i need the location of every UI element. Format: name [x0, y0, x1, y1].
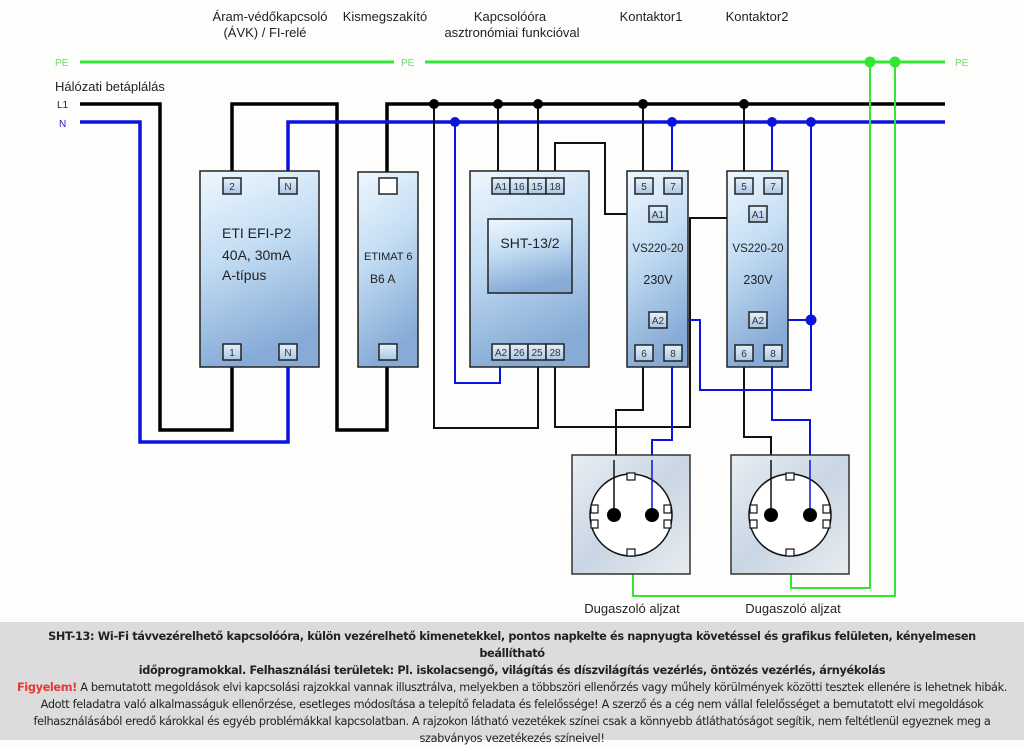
- contactor2-coil-a1: [748, 205, 768, 223]
- caption-product-line1: SHT-13: Wi-Fi távvezérelhető kapcsolóóra…: [48, 630, 976, 660]
- svg-text:16: 16: [513, 182, 525, 193]
- svg-text:18: 18: [549, 182, 561, 193]
- junction-l1: [638, 99, 648, 109]
- warning-text: A bemutatott megoldások elvi kapcsolási …: [33, 681, 1008, 745]
- timer-label-line1: Kapcsolóóra: [474, 9, 547, 24]
- rcd-terminal-2: [222, 177, 242, 195]
- junction-l1: [429, 99, 439, 109]
- mcb-model: ETIMAT 6: [364, 251, 413, 263]
- svg-text:28: 28: [549, 348, 561, 359]
- avk-label-line1: Áram-védőkapcsoló: [213, 9, 328, 24]
- pe-label-right: PE: [955, 58, 969, 69]
- svg-text:A2: A2: [495, 348, 508, 359]
- feed-label: Hálózati betáplálás: [55, 79, 165, 94]
- l1-wiring: [80, 102, 945, 432]
- contactor1-label: Kontaktor1: [620, 9, 683, 24]
- contactor1-coil-a1: [648, 205, 668, 223]
- rcd-rating: 40A, 30mA: [222, 247, 292, 263]
- rcd-terminal-n-top: [278, 177, 298, 195]
- rcd-model: ETI EFI-P2: [222, 225, 291, 241]
- svg-text:A1: A1: [652, 210, 665, 221]
- timer-display: [487, 218, 573, 294]
- junction-n: [806, 117, 816, 127]
- timer-module: A1 16 15 18 SHT-13/2 A2 26 25 28: [469, 170, 590, 368]
- junction-l1: [533, 99, 543, 109]
- svg-text:6: 6: [641, 349, 647, 360]
- svg-text:8: 8: [770, 349, 776, 360]
- header-labels: Áram-védőkapcsoló (ÁVK) / FI-relé Kismeg…: [213, 9, 789, 40]
- socket2: Dugaszoló aljzat: [730, 454, 850, 616]
- rcd-terminal-n-bottom: [278, 343, 298, 361]
- timer-terminals-top: A1 16 15 18: [491, 177, 565, 195]
- rcd-terminal-1: [222, 343, 242, 361]
- warning-label: Figyelem!: [16, 681, 77, 694]
- contactor2-label: Kontaktor2: [726, 9, 789, 24]
- mcb-terminal-bottom: [378, 343, 398, 361]
- socket2-label: Dugaszoló aljzat: [745, 601, 841, 616]
- junction-pe: [864, 56, 876, 68]
- svg-text:N: N: [284, 182, 291, 193]
- svg-text:A2: A2: [652, 316, 665, 327]
- junction-pe: [889, 56, 901, 68]
- caption-product-line2: időprogramokkal. Felhasználási területek…: [138, 664, 886, 677]
- svg-text:1: 1: [229, 348, 235, 359]
- junction-n: [767, 117, 777, 127]
- mcb-module: ETIMAT 6 B6 A: [357, 171, 419, 368]
- svg-text:5: 5: [741, 182, 747, 193]
- svg-text:15: 15: [531, 182, 543, 193]
- svg-text:A1: A1: [752, 210, 765, 221]
- timer-terminals-bottom: A2 26 25 28: [491, 343, 565, 361]
- caption-panel: SHT-13: Wi-Fi távvezérelhető kapcsolóóra…: [0, 622, 1024, 745]
- svg-text:26: 26: [513, 348, 525, 359]
- svg-text:A1: A1: [495, 182, 508, 193]
- pe-label-mid: PE: [401, 58, 415, 69]
- rcd-module: 2 N ETI EFI-P2 40A, 30mA A-típus 1 N: [199, 170, 320, 368]
- contactor2-coil-a2: [748, 311, 768, 329]
- mcb-rating: B6 A: [370, 272, 395, 286]
- junction-l1: [739, 99, 749, 109]
- socket1-label: Dugaszoló aljzat: [584, 601, 680, 616]
- svg-text:7: 7: [670, 182, 676, 193]
- caption-disclaimer: Figyelem! A bemutatott megoldások elvi k…: [16, 679, 1008, 747]
- mcb-terminal-top: [378, 177, 398, 195]
- junction-dots: [429, 56, 901, 326]
- contactor1-module: 5 7 A1 VS220-20 230V A2 6 8: [626, 170, 689, 368]
- junction-l1: [493, 99, 503, 109]
- junction-a2: [805, 314, 817, 326]
- socket-outlet-icon: [589, 473, 673, 557]
- contactor2-model: VS220-20: [732, 243, 783, 255]
- svg-text:A2: A2: [752, 316, 765, 327]
- contactor2-voltage: 230V: [743, 273, 773, 287]
- socket-outlet-icon: [748, 473, 832, 557]
- svg-text:6: 6: [741, 349, 747, 360]
- pe-label-left: PE: [55, 58, 69, 69]
- n-wiring: [80, 120, 945, 444]
- rcd-type: A-típus: [222, 267, 266, 283]
- svg-text:25: 25: [531, 348, 543, 359]
- n-label: N: [59, 119, 66, 130]
- junction-n: [667, 117, 677, 127]
- l1-label: L1: [57, 100, 69, 111]
- contactor2-module: 5 7 A1 VS220-20 230V A2 6 8: [726, 170, 789, 368]
- socket1: Dugaszoló aljzat: [571, 454, 691, 616]
- avk-label-line2: (ÁVK) / FI-relé: [223, 25, 306, 40]
- svg-text:N: N: [284, 348, 291, 359]
- svg-text:8: 8: [670, 349, 676, 360]
- svg-text:5: 5: [641, 182, 647, 193]
- control-wiring-black: [433, 104, 772, 460]
- contactor1-coil-a2: [648, 311, 668, 329]
- junction-n: [450, 117, 460, 127]
- contactor1-model: VS220-20: [632, 243, 683, 255]
- svg-text:2: 2: [229, 182, 235, 193]
- timer-label-line2: asztronómiai funkcióval: [444, 25, 579, 40]
- svg-text:7: 7: [770, 182, 776, 193]
- timer-model: SHT-13/2: [500, 235, 559, 251]
- contactor1-voltage: 230V: [643, 273, 673, 287]
- mcb-label: Kismegszakító: [343, 9, 428, 24]
- wiring-diagram: Áram-védőkapcsoló (ÁVK) / FI-relé Kismeg…: [55, 9, 969, 616]
